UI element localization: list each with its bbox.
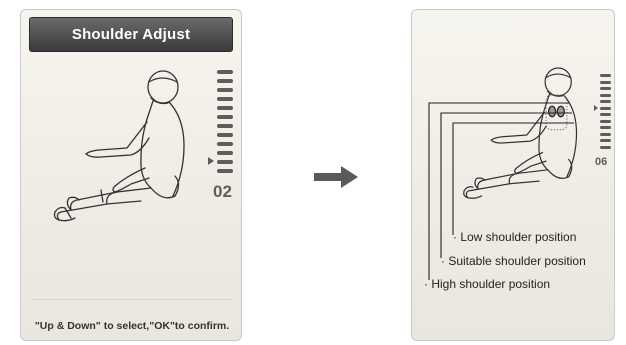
shoulder-level-indicator — [600, 74, 611, 154]
arrow-right-icon — [314, 166, 358, 188]
title-bar: Shoulder Adjust — [29, 17, 233, 52]
level-bar — [600, 113, 611, 116]
shoulder-position-screen: 06 · Low shoulder position · Suitable sh… — [411, 9, 615, 341]
level-bar — [217, 133, 233, 137]
shoulder-level-indicator — [217, 70, 233, 182]
level-bar — [600, 94, 611, 97]
level-bar — [600, 120, 611, 123]
level-bar — [600, 74, 611, 77]
divider — [31, 299, 231, 300]
level-bar — [217, 142, 233, 146]
level-bar — [217, 115, 233, 119]
level-bar — [217, 70, 233, 74]
level-bar — [217, 124, 233, 128]
reclining-person-figure — [41, 68, 211, 228]
level-bar — [217, 97, 233, 101]
level-number: 02 — [213, 182, 232, 202]
level-bar — [600, 107, 611, 110]
level-bar — [217, 160, 233, 164]
level-pointer — [208, 157, 214, 165]
level-bar — [600, 139, 611, 142]
level-bar — [600, 133, 611, 136]
low-shoulder-position-label: · Low shoulder position — [453, 230, 576, 244]
instruction-text: "Up & Down" to select,"OK"to confirm. — [21, 320, 242, 332]
level-pointer — [594, 105, 598, 111]
suitable-shoulder-position-label: · Suitable shoulder position — [441, 254, 586, 268]
high-shoulder-position-label: · High shoulder position — [424, 277, 550, 291]
level-bar — [217, 169, 233, 173]
level-number: 06 — [595, 156, 607, 168]
level-bar — [600, 146, 611, 149]
position-leader-lines — [412, 10, 615, 341]
level-bar — [600, 126, 611, 129]
level-bar — [600, 87, 611, 90]
screen-title: Shoulder Adjust — [72, 26, 190, 43]
shoulder-adjust-screen: Shoulder Adjust — [20, 9, 242, 341]
level-bar — [600, 100, 611, 103]
level-bar — [217, 151, 233, 155]
head-outline — [148, 71, 178, 103]
level-bar — [217, 88, 233, 92]
level-bar — [217, 106, 233, 110]
level-bar — [217, 79, 233, 83]
level-bar — [600, 81, 611, 84]
